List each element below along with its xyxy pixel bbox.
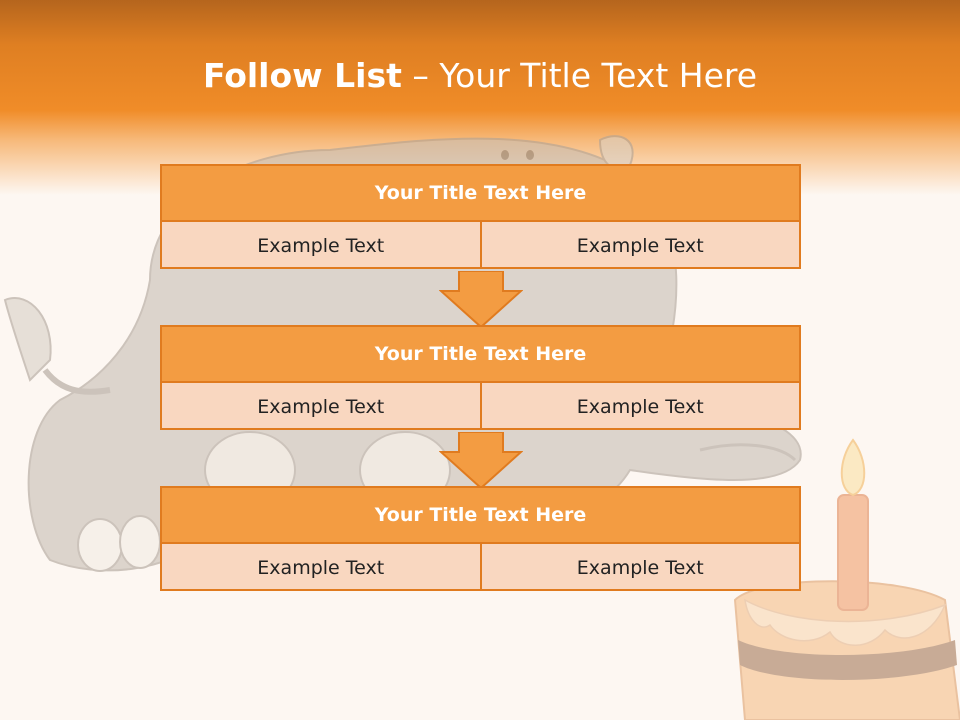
down-arrow-icon <box>439 432 523 490</box>
follow-list-block-2: Your Title Text Here Example Text Exampl… <box>160 325 801 430</box>
block-row: Example Text Example Text <box>162 222 799 269</box>
follow-list-block-3: Your Title Text Here Example Text Exampl… <box>160 486 801 591</box>
block-title: Your Title Text Here <box>162 488 799 544</box>
slide-title-rest: – Your Title Text Here <box>401 56 758 95</box>
block-title: Your Title Text Here <box>162 327 799 383</box>
follow-list-block-1: Your Title Text Here Example Text Exampl… <box>160 164 801 269</box>
down-arrow-icon <box>439 271 523 329</box>
slide-title-bold: Follow List <box>202 56 402 95</box>
block-cell-right: Example Text <box>479 383 800 430</box>
birthday-cake-with-candle <box>733 438 960 720</box>
block-cell-left: Example Text <box>257 395 385 418</box>
block-row: Example Text Example Text <box>162 383 799 430</box>
block-cell-right: Example Text <box>479 544 800 591</box>
block-cell-right: Example Text <box>479 222 800 269</box>
slide-title: Follow List – Your Title Text Here <box>0 55 960 97</box>
block-row: Example Text Example Text <box>162 544 799 591</box>
block-title: Your Title Text Here <box>162 166 799 222</box>
block-cell-left: Example Text <box>257 556 385 579</box>
block-cell-left: Example Text <box>257 234 385 257</box>
